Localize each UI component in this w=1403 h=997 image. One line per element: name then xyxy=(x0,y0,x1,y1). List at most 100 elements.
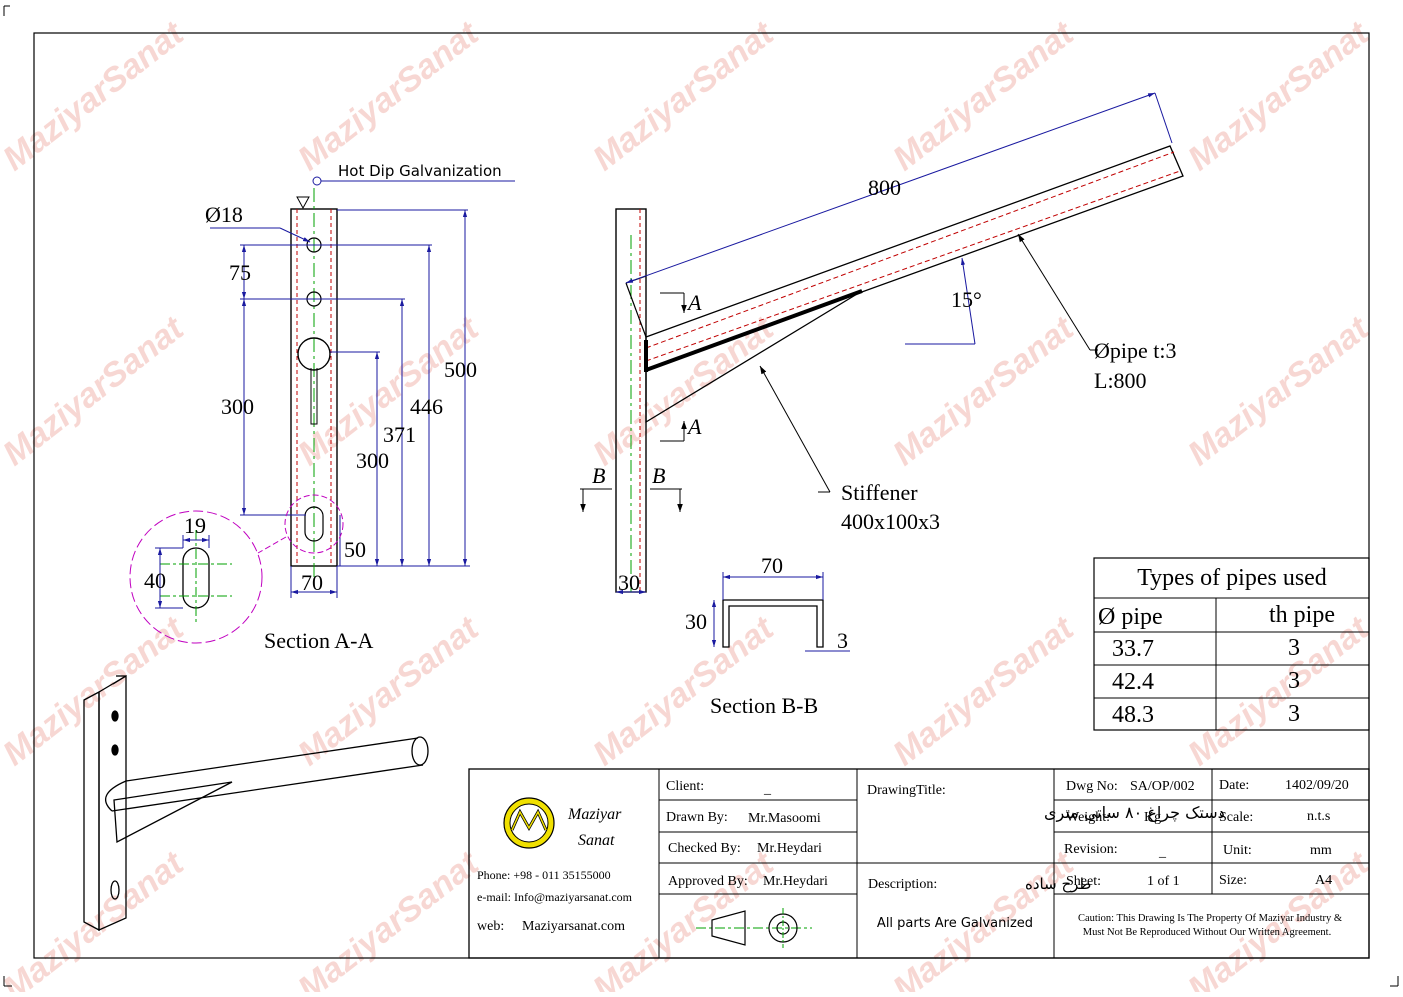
revision-value: _ xyxy=(1158,845,1167,860)
scale-label: Scale: xyxy=(1219,810,1253,825)
channel-profile xyxy=(722,599,824,648)
section-bb-view: 70 30 3 Section B-B xyxy=(685,553,850,718)
description-value: طرح ساده xyxy=(1025,875,1091,893)
dim-446: 446 xyxy=(410,394,443,419)
watermark-text: MaziyarSanat xyxy=(0,13,192,178)
watermark-text: MaziyarSanat xyxy=(291,843,487,992)
watermark-text: MaziyarSanat xyxy=(291,13,487,178)
projection-symbol xyxy=(696,908,812,948)
dim-30: 30 xyxy=(618,570,640,595)
dim-800: 800 xyxy=(868,175,901,200)
table-cell: 48.3 xyxy=(1112,702,1154,728)
channel-plate-front xyxy=(290,208,338,567)
company-name-1: Maziyar xyxy=(567,806,622,823)
section-aa-dimensions xyxy=(240,209,470,598)
dim-500: 500 xyxy=(444,357,477,382)
sheet-value: 1 of 1 xyxy=(1147,874,1180,889)
section-a-markers xyxy=(660,292,687,442)
detail-link-line xyxy=(257,536,287,554)
stiffener-label-2: 400x100x3 xyxy=(841,509,940,534)
watermark-text: MaziyarSanat xyxy=(886,608,1082,773)
pipe-leader xyxy=(1017,233,1091,351)
section-b-markers xyxy=(580,488,683,512)
detail-circle xyxy=(129,510,263,644)
hole-dia-label: Ø18 xyxy=(205,202,243,227)
detail-dimensions xyxy=(155,535,210,609)
watermark-text: MaziyarSanat xyxy=(586,843,782,992)
client-label: Client: xyxy=(666,779,704,794)
watermark-text: MaziyarSanat xyxy=(1181,608,1377,773)
dim-70: 70 xyxy=(301,570,323,595)
drawn-label: Drawn By: xyxy=(666,810,728,825)
table-cell: 3 xyxy=(1288,635,1300,661)
watermark-text: MaziyarSanat xyxy=(1181,308,1377,473)
dim-300-right: 300 xyxy=(356,448,389,473)
date-label: Date: xyxy=(1219,778,1249,793)
dim-300-left: 300 xyxy=(221,394,254,419)
unit-value: mm xyxy=(1310,843,1332,858)
dim-75: 75 xyxy=(229,260,251,285)
surface-finish-symbol xyxy=(296,196,310,210)
approved-value: Mr.Heydari xyxy=(763,874,828,889)
bb-dim-70: 70 xyxy=(761,553,783,578)
scale-value: n.t.s xyxy=(1307,809,1330,824)
detail-marker-small xyxy=(284,494,344,554)
galvanized-note: All parts Are Galvanized xyxy=(877,916,1033,931)
iso-channel-side xyxy=(83,690,100,932)
section-mark-a-top: A xyxy=(686,290,702,315)
dim-371: 371 xyxy=(383,422,416,447)
section-aa-title: Section A-A xyxy=(264,628,373,653)
section-mark-a-bottom: A xyxy=(686,414,702,439)
watermark-text: MaziyarSanat xyxy=(0,843,192,992)
galvanization-note: Hot Dip Galvanization xyxy=(338,162,502,180)
watermark-text: MaziyarSanat xyxy=(586,608,782,773)
watermark-text: MaziyarSanat xyxy=(886,308,1082,473)
dim-800-line xyxy=(625,92,1156,284)
drawing-title-label: DrawingTitle: xyxy=(867,783,946,798)
company-web-label: web: xyxy=(477,919,504,934)
slot-hole xyxy=(304,506,324,542)
caution-line-2: Must Not Be Reproduced Without Our Writt… xyxy=(1083,927,1331,938)
pipes-table-title: Types of pipes used xyxy=(1137,565,1327,591)
dwg-label: Dwg No: xyxy=(1066,779,1118,794)
caution-line-1: Caution: This Drawing Is The Property Of… xyxy=(1078,913,1342,924)
drawing-title: دستک چراغ ۸۰ ساتی متری xyxy=(1044,803,1225,823)
company-logo xyxy=(503,797,555,849)
weight-value: Kg xyxy=(1144,810,1161,825)
angle-label: 15° xyxy=(951,287,982,312)
drawn-value: Mr.Masoomi xyxy=(748,811,821,826)
watermark-text: MaziyarSanat xyxy=(0,308,192,473)
stiffener-leader xyxy=(759,365,831,493)
weld-line xyxy=(645,289,863,372)
table-cell: 42.4 xyxy=(1112,669,1154,695)
galvanization-leader-dot xyxy=(312,176,322,186)
pipe-weld-slot xyxy=(310,368,318,425)
weight-label: Weight: xyxy=(1066,810,1110,825)
table-cell: 33.7 xyxy=(1112,636,1154,662)
section-mark-b-left: B xyxy=(592,463,605,488)
side-view: 800 15° Øpipe t:3 L:800 Stiffener 400x10… xyxy=(580,92,1184,595)
hole-dia-leader xyxy=(279,227,311,243)
angle-arc xyxy=(960,257,976,345)
client-value: _ xyxy=(763,782,772,797)
dim-50: 50 xyxy=(344,537,366,562)
isometric-view xyxy=(83,674,429,932)
approved-label: Approved By: xyxy=(668,874,748,889)
detail-dim-40: 40 xyxy=(144,568,166,593)
checked-label: Checked By: xyxy=(668,841,741,856)
company-web[interactable]: Maziyarsanat.com xyxy=(522,919,625,934)
company-phone: Phone: +98 - 011 35155000 xyxy=(477,868,611,882)
corner-marks xyxy=(3,5,1399,987)
date-value: 1402/09/20 xyxy=(1285,778,1349,793)
sheet-label: Sheet: xyxy=(1066,874,1101,889)
unit-label: Unit: xyxy=(1223,843,1252,858)
pipe-label-2: L:800 xyxy=(1094,368,1147,393)
dwg-value: SA/OP/002 xyxy=(1130,779,1195,794)
company-name-2: Sanat xyxy=(578,832,615,849)
watermark-text: MaziyarSanat xyxy=(886,13,1082,178)
dim-800-ext xyxy=(1154,92,1173,144)
pipe-label-1: Øpipe t:3 xyxy=(1094,338,1177,363)
checked-value: Mr.Heydari xyxy=(757,841,822,856)
detail-dim-19: 19 xyxy=(184,513,206,538)
